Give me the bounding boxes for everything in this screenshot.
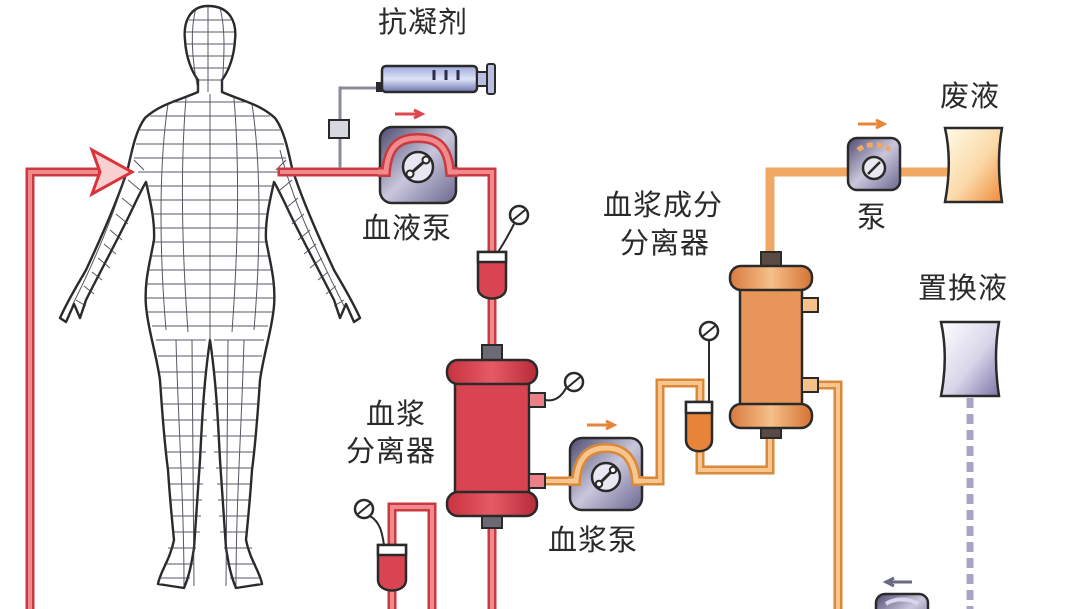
plasma-pump: [568, 419, 644, 512]
component-separator-label-line2: 分离器: [620, 226, 711, 260]
blood-pump: [378, 108, 458, 205]
waste-line: [765, 167, 951, 257]
plasma-separator-label-line1: 血浆: [366, 397, 427, 431]
blood-tubing: [25, 167, 497, 609]
flow-arrow-left-icon: [882, 576, 912, 588]
flow-arrow-icon: [395, 108, 426, 120]
plasma-component-separator: [728, 251, 819, 439]
drip-chamber-plasma: [684, 320, 720, 453]
drip-chamber-arterial: [476, 204, 530, 300]
figure-mesh: [71, 6, 345, 587]
drip-chamber-venous: [353, 498, 408, 592]
blood-pump-label: 血液泵: [362, 211, 453, 245]
return-line: [25, 167, 101, 609]
component-separator-label-line1: 血浆成分: [603, 188, 724, 222]
flow-arrow-icon: [858, 118, 888, 130]
flow-arrow-icon: [587, 419, 618, 431]
flow-in-arrow-icon: [89, 146, 136, 198]
replacement-pump: [874, 576, 930, 609]
plasma-pump-label: 血浆泵: [548, 523, 639, 557]
patient-figure: [58, 4, 362, 590]
replacement-bag: [939, 320, 1001, 398]
replacement-fluid-label: 置换液: [918, 271, 1009, 305]
anticoagulant-valve: [328, 119, 350, 139]
plasma-separator-label-line2: 分离器: [346, 434, 437, 468]
waste-fluid-label: 废液: [940, 79, 1001, 113]
plasma-separator: [445, 344, 585, 529]
waste-bag: [943, 126, 1004, 204]
waste-pump: [846, 118, 902, 192]
anticoagulant-syringe: [328, 63, 496, 168]
anticoagulant-label: 抗凝剂: [378, 5, 469, 39]
pump-label: 泵: [857, 200, 888, 234]
